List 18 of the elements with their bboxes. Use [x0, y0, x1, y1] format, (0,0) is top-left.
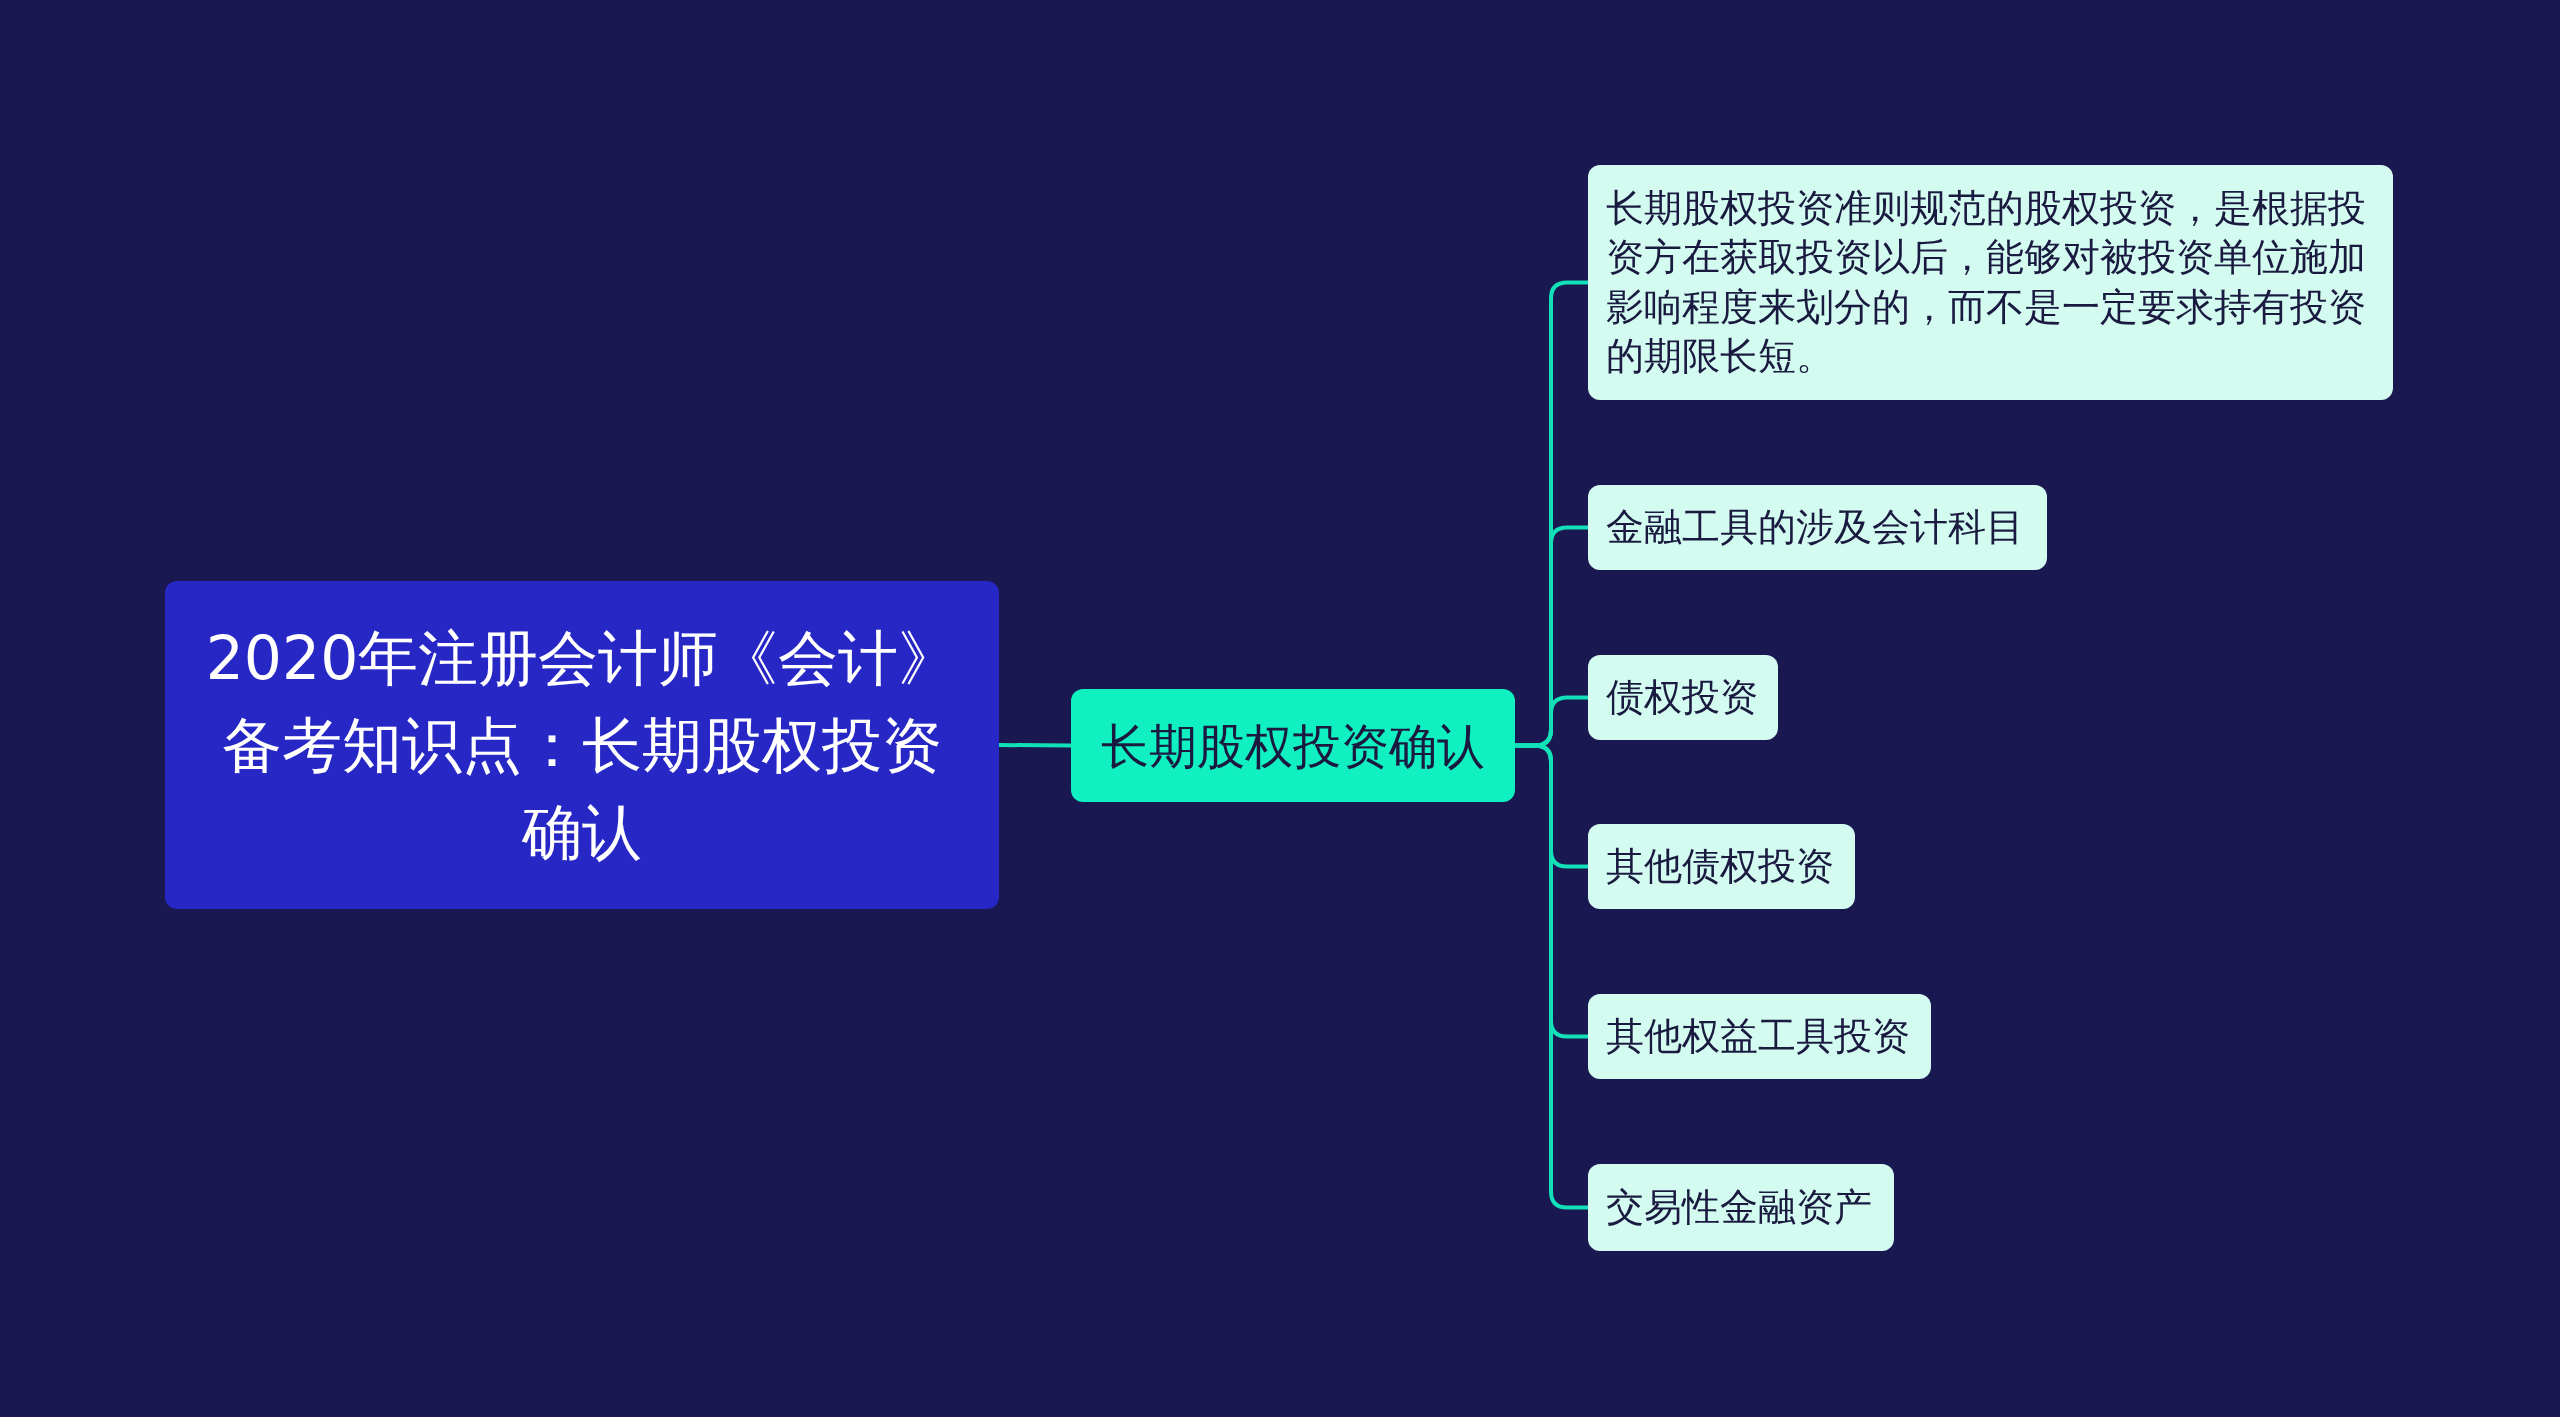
root-topic-box	[165, 581, 999, 909]
subtopic-box	[1588, 485, 2047, 570]
connector-line	[999, 743, 1071, 748]
node-text: 交易性金融资产	[1606, 1183, 1873, 1231]
node-text: 其他债权投资	[1606, 842, 1835, 890]
connector-line	[1515, 743, 1588, 1210]
topic-box	[1071, 689, 1515, 802]
node-text: 债权投资	[1606, 673, 1759, 721]
subtopic-box	[1588, 824, 1855, 909]
node-text: 金融工具的涉及会计科目	[1606, 503, 2025, 551]
subtopic-box	[1588, 655, 1778, 740]
subtopic-box	[1588, 1164, 1894, 1251]
node-text: 长期股权投资准则规范的股权投资，是根据投资方在获取投资以后，能够对被投资单位施加影响程度来划分的，而不是一定要求持有投资的期限长短。	[1606, 184, 2367, 380]
node-text: 长期股权投资确认	[1100, 716, 1486, 776]
node-text: 其他权益工具投资	[1606, 1012, 1911, 1060]
subtopic-box	[1588, 165, 2393, 400]
node-text: 2020年注册会计师《会计》备考知识点：长期股权投资确认	[205, 621, 959, 869]
subtopic-box	[1588, 994, 1931, 1079]
